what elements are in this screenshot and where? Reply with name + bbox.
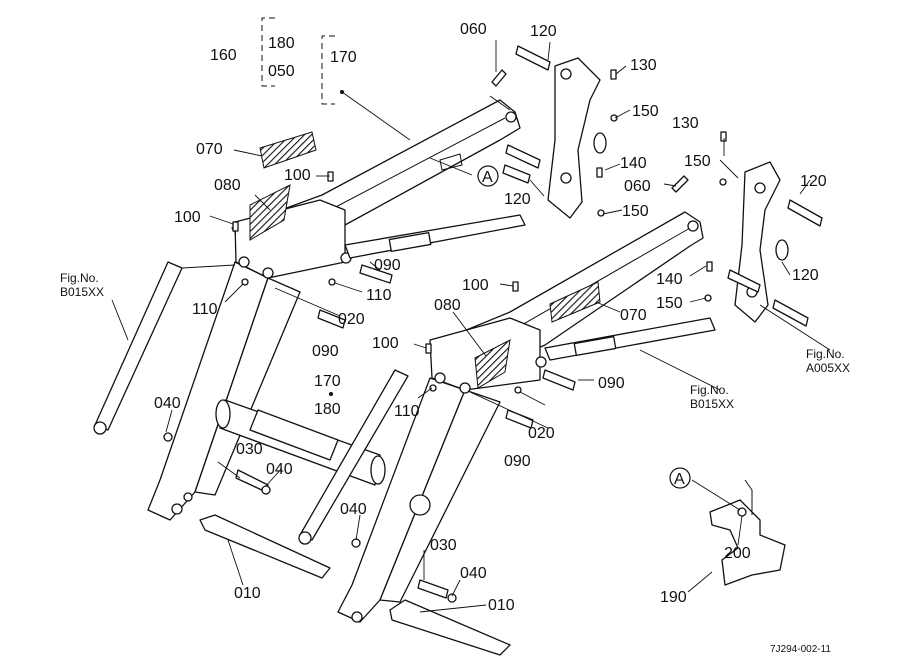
callout-080: 080: [214, 177, 241, 194]
hydraulic-cylinders: [93, 214, 716, 545]
callout-100: 100: [372, 335, 399, 352]
callout-130: 130: [630, 57, 657, 74]
callout-100: 100: [462, 277, 489, 294]
kit-group-brackets: [261, 17, 335, 105]
callout-200: 200: [724, 545, 751, 562]
callout-090: 090: [312, 343, 339, 360]
left-mount-bracket: [505, 45, 607, 219]
detail-marker-a: A: [674, 471, 685, 488]
cross-tube: [215, 399, 386, 486]
callout-120: 120: [530, 23, 557, 40]
fig-ref-label: Fig.No.: [60, 271, 99, 285]
fig-ref-number: B015XX: [60, 285, 104, 299]
left-boom-arm: [147, 95, 521, 521]
detail-markers: A A: [477, 165, 691, 489]
callout-150: 150: [684, 153, 711, 170]
callout-180: 180: [314, 401, 341, 418]
callout-160: 160: [210, 47, 237, 64]
pins-and-bolts: [163, 69, 761, 603]
callout-070: 070: [196, 141, 223, 158]
callout-110: 110: [192, 301, 218, 318]
callout-040: 040: [154, 395, 181, 412]
callout-060: 060: [624, 178, 651, 195]
callout-030: 030: [430, 537, 457, 554]
fig-ref-label: Fig.No.: [806, 347, 845, 361]
detail-a-bracket: [709, 479, 786, 586]
callout-170: 170: [314, 373, 341, 390]
callout-120: 120: [800, 173, 827, 190]
callout-040: 040: [340, 501, 367, 518]
fig-ref-number: B015XX: [690, 397, 734, 411]
callout-080: 080: [434, 297, 461, 314]
callout-120: 120: [504, 191, 531, 208]
callout-130: 130: [672, 115, 699, 132]
leader-lines: [111, 40, 831, 613]
callout-150: 150: [622, 203, 649, 220]
callout-070: 070: [620, 307, 647, 324]
callout-060: 060: [460, 21, 487, 38]
detail-marker-a: A: [482, 169, 493, 186]
callout-140: 140: [656, 271, 683, 288]
callout-040: 040: [266, 461, 293, 478]
callout-190: 190: [660, 589, 687, 606]
callout-180: 180: [268, 35, 295, 52]
callout-050: 050: [268, 63, 295, 80]
callout-170: 170: [330, 49, 357, 66]
callout-010: 010: [488, 597, 515, 614]
callout-030: 030: [236, 441, 263, 458]
callout-110: 110: [366, 287, 392, 304]
callout-040: 040: [460, 565, 487, 582]
callout-140: 140: [620, 155, 647, 172]
fig-ref-number: A005XX: [806, 361, 850, 375]
callout-090: 090: [504, 453, 531, 470]
callout-100: 100: [284, 167, 311, 184]
callout-150: 150: [656, 295, 683, 312]
callout-010: 010: [234, 585, 261, 602]
callout-120: 120: [792, 267, 819, 284]
callout-020: 020: [528, 425, 555, 442]
callout-020: 020: [338, 311, 365, 328]
callout-090: 090: [374, 257, 401, 274]
fig-ref-label: Fig.No.: [690, 383, 729, 397]
decals: [249, 131, 601, 389]
part-callouts: 160 180 050 170 060 120 130 150 070 140 …: [154, 21, 827, 614]
callout-090: 090: [598, 375, 625, 392]
callout-150: 150: [632, 103, 659, 120]
figure-references: Fig.No. B015XX Fig.No. A005XX Fig.No. B0…: [60, 271, 850, 411]
drawing-code: 7J294-002-11: [770, 644, 831, 655]
lower-links: [199, 514, 511, 656]
callout-100: 100: [174, 209, 201, 226]
callout-110: 110: [394, 403, 420, 420]
